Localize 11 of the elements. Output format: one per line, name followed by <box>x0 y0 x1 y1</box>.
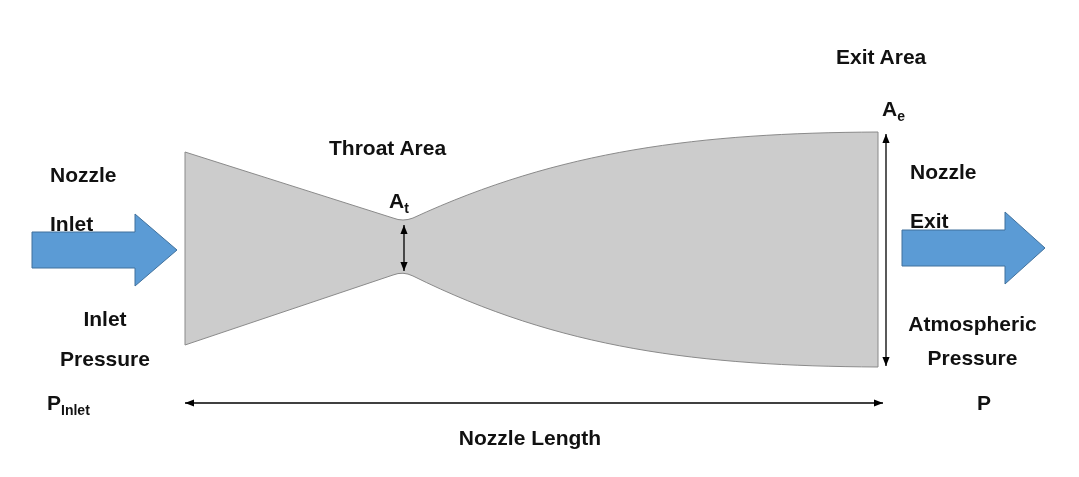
symbol-label: P$_{Inlet}$ <box>47 390 91 421</box>
pressure-label: Atmospheric Pressure <box>907 311 1038 371</box>
region-label: Nozzle Exit <box>910 159 978 234</box>
pressure-label: Inlet Pressure <box>59 306 151 372</box>
symbol-label: A$_{e}$ <box>882 96 906 127</box>
symbol-label: P <box>977 390 992 416</box>
region-label: Nozzle Inlet <box>50 162 118 237</box>
dimension-label: Nozzle Length <box>457 425 603 451</box>
area-label: Exit Area <box>836 44 928 70</box>
area-label: Throat Area <box>329 135 448 161</box>
symbol-label: A$_{t}$ <box>389 188 410 219</box>
